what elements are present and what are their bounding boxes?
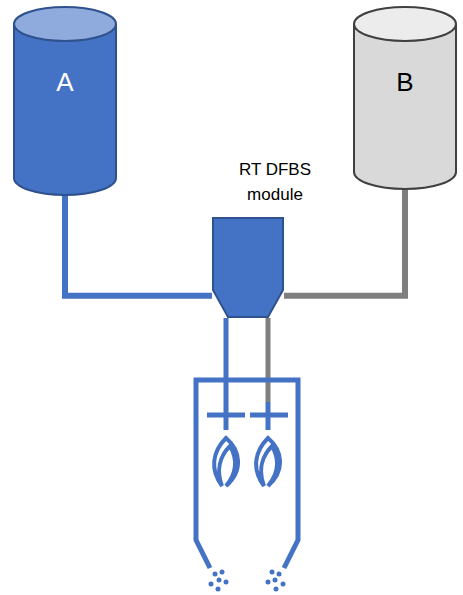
valve-symbol [207, 402, 288, 430]
nozzle-housing [196, 380, 298, 568]
module-outline [212, 217, 284, 318]
tank-label: B [352, 67, 458, 98]
tank-label: A [12, 67, 118, 98]
feed-line [224, 318, 229, 402]
tank-outline [12, 5, 118, 197]
tank-outline [352, 5, 458, 191]
storage-tank: B [352, 5, 458, 191]
storage-tank: A [12, 5, 118, 197]
module-label: RT DFBS module [215, 157, 335, 207]
module-block: RT DFBS module [200, 155, 340, 320]
spray-cone [214, 438, 280, 486]
module-shape [212, 217, 284, 318]
droplets [209, 570, 286, 592]
feed-pipe [65, 191, 212, 296]
feed-line [266, 318, 271, 402]
